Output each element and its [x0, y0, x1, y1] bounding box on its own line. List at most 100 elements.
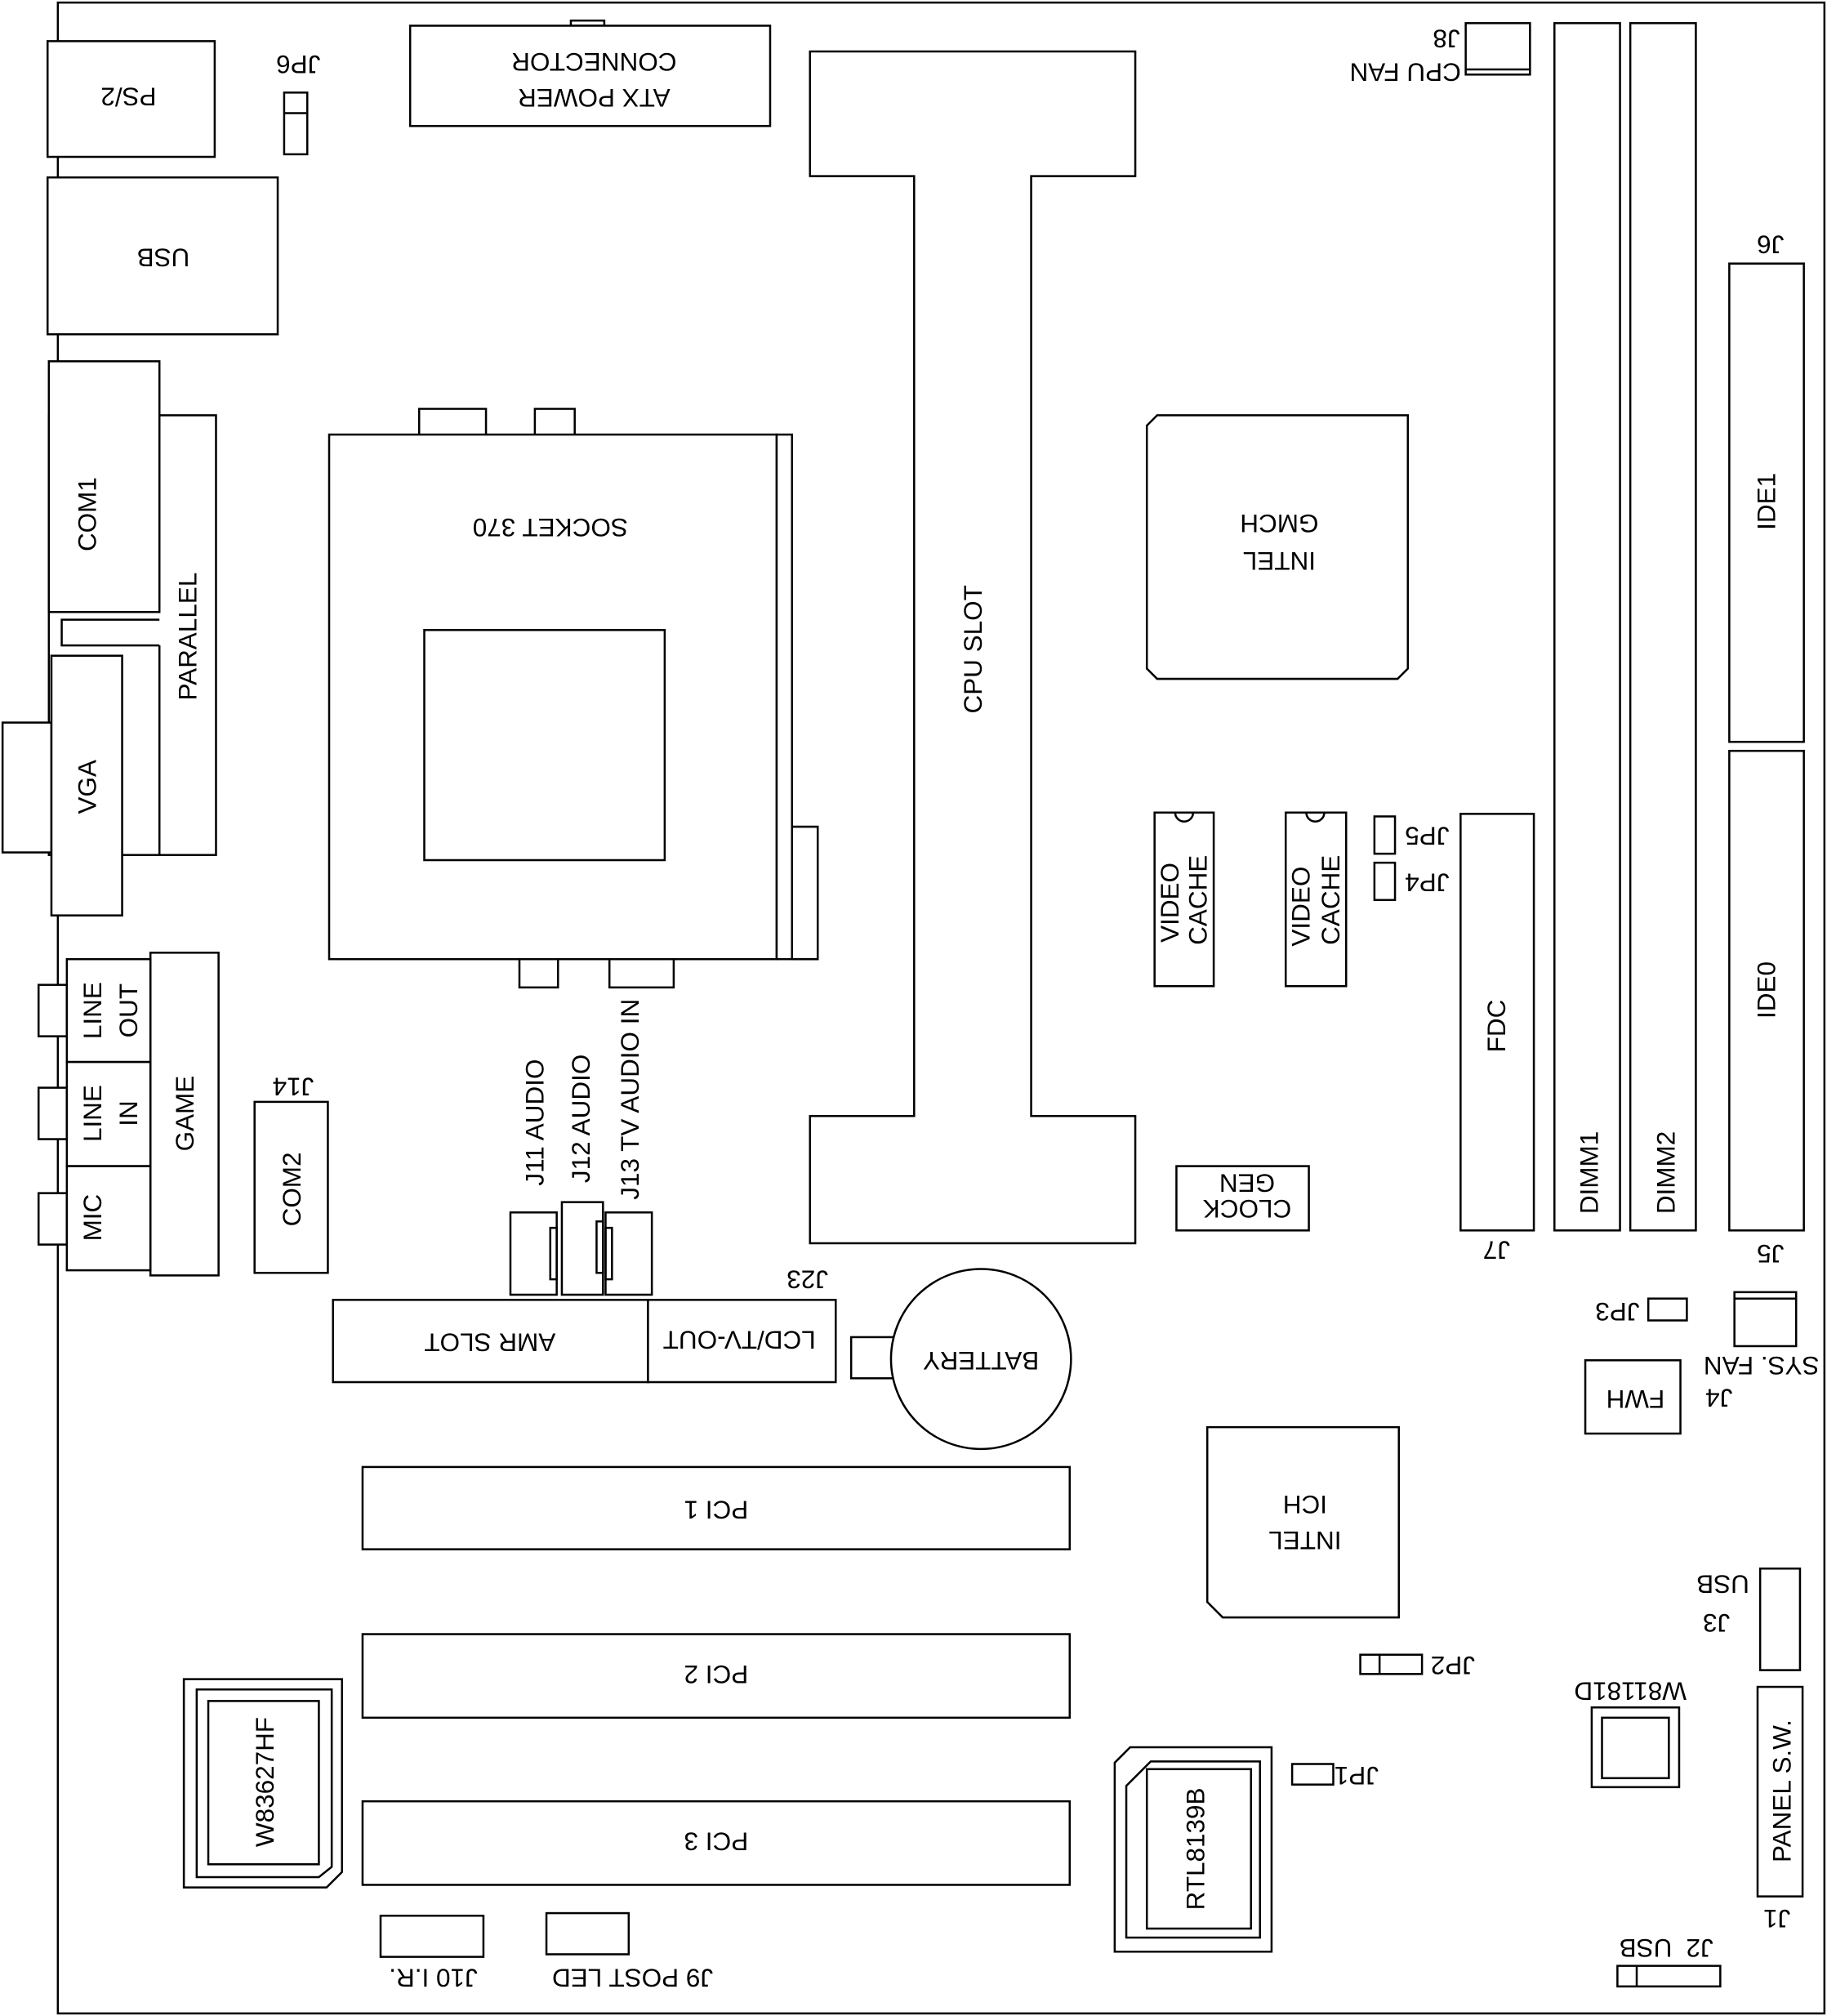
fdc-label: FDC [1482, 1000, 1511, 1053]
fdc-connector: FDC J7 [1459, 813, 1535, 1264]
ide-connectors: J6 IDE1 IDE0 J5 [1728, 230, 1805, 1268]
j6-label: J6 [1757, 230, 1784, 259]
usb-rear-connector: USB [46, 176, 279, 336]
ich-label-1: INTEL [1268, 1526, 1341, 1554]
post-led-header: J9 POST LED [545, 1911, 713, 1991]
j5-label: J5 [1757, 1239, 1784, 1268]
line-out-label-1: LINE [78, 982, 107, 1039]
sys-fan-header: SYS. FAN J4 [1704, 1291, 1820, 1412]
socket-label: SOCKET 370 [473, 513, 628, 542]
video-cache-2: VIDEO CACHE [1284, 811, 1348, 988]
jp3-jumper: JP3 [1595, 1297, 1688, 1326]
fwh-chip: FWH [1584, 1359, 1682, 1435]
audio-jacks: LINE OUT LINE IN MIC GAME [37, 952, 220, 1277]
intel-ich: INTEL ICH [1205, 1425, 1401, 1619]
j14-label: J14 [273, 1073, 314, 1101]
jp1-label: JP1 [1335, 1761, 1379, 1790]
ide1-label: IDE1 [1753, 473, 1781, 530]
panel-label: PANEL S.W. [1767, 1719, 1796, 1862]
cpu-fan-header: J8 CPU FAN [1349, 22, 1531, 87]
gmch-label-1: INTEL [1243, 546, 1316, 575]
atx-label-1: ATX POWER [518, 83, 671, 112]
j2-label: J2 [1687, 1933, 1713, 1962]
line-out-label-2: OUT [114, 983, 143, 1037]
com2-header: COM2 J14 [253, 1073, 329, 1274]
usb-j3-label: USB [1696, 1570, 1749, 1599]
parallel-label: PARALLEL [173, 573, 202, 701]
j23-label: J23 [787, 1265, 828, 1294]
j13-label: J13 TV AUDIO IN [616, 999, 644, 1200]
socket-370: SOCKET 370 [328, 408, 819, 989]
pci1-label: PCI 1 [684, 1495, 748, 1523]
cpu-slot: CPU SLOT [809, 50, 1137, 1245]
mic-label: MIC [78, 1194, 107, 1242]
com2-label: COM2 [278, 1152, 306, 1226]
ps2-label: PS/2 [100, 83, 156, 111]
j3-label: J3 [1703, 1608, 1730, 1637]
ir-header: J10 I.R. [379, 1914, 485, 1991]
jp5-jp4-jumpers: JP5 JP4 [1373, 815, 1450, 902]
com1-parallel-vga: COM1 PARALLEL VGA [1, 360, 217, 917]
vga-label: VGA [74, 760, 102, 814]
amr-label: AMR SLOT [424, 1328, 555, 1357]
j12-label: J12 AUDIO [567, 1055, 595, 1183]
game-label: GAME [171, 1076, 199, 1152]
sys-fan-label: SYS. FAN [1704, 1351, 1820, 1380]
jp2-label: JP2 [1431, 1651, 1475, 1679]
video-cache-1: VIDEO CACHE [1153, 811, 1215, 988]
battery-label: BATTERY [923, 1346, 1039, 1375]
w83627-label: W83627HF [251, 1717, 279, 1847]
j1-label: J1 [1763, 1904, 1790, 1933]
rtl-label: RTL8139B [1182, 1787, 1210, 1910]
lcd-label: LCD/TV-OUT [663, 1326, 816, 1354]
dimm-slots: DIMM1 DIMM2 [1553, 22, 1697, 1232]
cpu-fan-label: CPU FAN [1349, 58, 1460, 87]
ps2-connector: PS/2 [46, 40, 216, 158]
jp4-label: JP4 [1405, 868, 1449, 896]
usb-header-j2: J2 USB [1616, 1933, 1722, 1988]
usb-header-j3: USB J3 [1696, 1567, 1802, 1671]
amr-lcd-slot: AMR SLOT LCD/TV-OUT J23 [332, 1265, 837, 1384]
intel-gmch: INTEL GMCH [1145, 414, 1410, 680]
jp6-label: JP6 [276, 50, 320, 78]
pci-slots: PCI 1 PCI 2 PCI 3 [361, 1465, 1072, 1886]
jp6-jumper: JP6 [276, 50, 320, 156]
video-cache-2-label-1: VIDEO [1287, 867, 1316, 947]
panel-switch-header: PANEL S.W. J1 [1756, 1685, 1804, 1933]
audio-headers: J11 AUDIO J12 AUDIO J13 TV AUDIO IN [509, 999, 653, 1296]
ide0-label: IDE0 [1753, 961, 1781, 1019]
w83627hf-chip: W83627HF [182, 1678, 344, 1889]
battery: BATTERY [849, 1268, 1072, 1451]
video-cache-2-label-2: CACHE [1317, 855, 1345, 945]
pci2-label: PCI 2 [684, 1660, 748, 1688]
j7-label: J7 [1483, 1235, 1510, 1264]
ich-label-2: ICH [1283, 1490, 1327, 1519]
dimm2-label: DIMM2 [1652, 1131, 1681, 1214]
usb-j2-label: USB [1620, 1933, 1673, 1962]
jp2-jumper: JP2 [1359, 1651, 1475, 1679]
j10-label: J10 I.R. [389, 1963, 477, 1991]
atx-power-connector: ATX POWER CONNECTOR [408, 19, 772, 127]
jp1-jumper: JP1 [1290, 1761, 1379, 1790]
j11-label: J11 AUDIO [520, 1059, 549, 1186]
w81181d-chip: W81181D [1574, 1676, 1687, 1789]
line-in-label-1: LINE [78, 1085, 107, 1142]
video-cache-1-label-1: VIDEO [1156, 863, 1184, 943]
clock-label-2: GEN [1219, 1169, 1275, 1198]
pci3-label: PCI 3 [684, 1826, 748, 1855]
gmch-label-2: GMCH [1240, 509, 1318, 537]
jp3-label: JP3 [1595, 1297, 1639, 1326]
j9-label: J9 POST LED [552, 1963, 713, 1991]
com1-label: COM1 [74, 477, 102, 551]
usb-rear-label: USB [137, 243, 190, 271]
clock-generator: CLOCK GEN [1175, 1165, 1310, 1232]
clock-label-1: CLOCK [1203, 1194, 1291, 1223]
line-in-label-2: IN [114, 1100, 143, 1126]
jp5-label: JP5 [1405, 822, 1449, 850]
rtl8139b-chip: RTL8139B [1113, 1746, 1273, 1953]
dimm1-label: DIMM1 [1575, 1131, 1603, 1214]
video-cache-1-label-2: CACHE [1184, 855, 1213, 945]
j8-label: J8 [1433, 25, 1459, 53]
w81181d-label: W81181D [1574, 1676, 1687, 1705]
